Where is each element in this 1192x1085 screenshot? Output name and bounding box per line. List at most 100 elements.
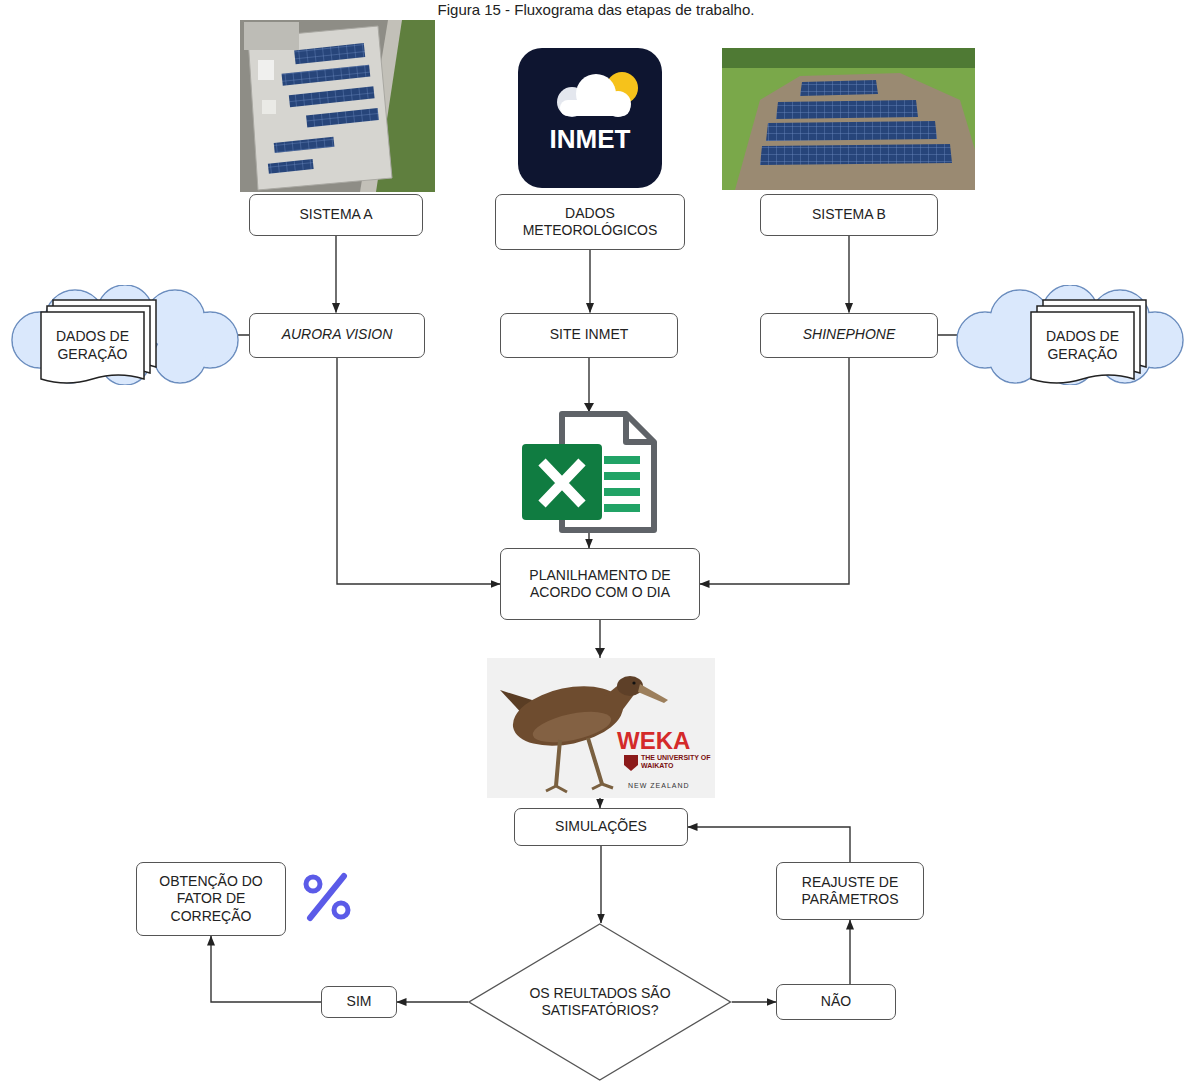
percent-icon bbox=[334, 903, 348, 917]
cloud-shape bbox=[13, 286, 237, 384]
weka-logo bbox=[638, 684, 668, 703]
node-text: DADOS METEOROLÓGICOS bbox=[518, 205, 663, 240]
weka-logo bbox=[546, 784, 613, 792]
text-holder: OBTENÇÃO DO FATOR DE CORREÇÃO bbox=[154, 873, 269, 926]
document-stack bbox=[1031, 312, 1134, 383]
rooftop-photo bbox=[240, 20, 435, 192]
text-holder: DADOS DE GERAÇÃO bbox=[1030, 312, 1135, 379]
excel-icon bbox=[626, 414, 654, 442]
text-holder: SISTEMA B bbox=[812, 206, 886, 224]
rooftop-photo bbox=[274, 137, 335, 153]
node-text: OBTENÇÃO DO FATOR DE CORREÇÃO bbox=[154, 873, 269, 926]
flow-arrow bbox=[337, 358, 500, 585]
text-holder: AURORA VISION bbox=[282, 326, 393, 344]
node-text: SHINEPHONE bbox=[803, 326, 896, 344]
inmet-icon bbox=[518, 48, 662, 188]
rooftop-photo bbox=[268, 159, 314, 174]
rooftop-photo bbox=[282, 65, 371, 86]
node-text: SIM bbox=[347, 993, 372, 1011]
process-box: DADOS METEOROLÓGICOS bbox=[495, 194, 685, 250]
text-holder: SIMULAÇÕES bbox=[555, 818, 647, 836]
flow-arrow bbox=[848, 236, 849, 313]
rooftop-photo bbox=[244, 22, 299, 50]
node-text: SISTEMA B bbox=[812, 206, 886, 224]
inmet-icon bbox=[560, 100, 630, 116]
answer-box: NÃO bbox=[776, 984, 896, 1020]
excel-icon bbox=[604, 504, 640, 512]
logo-text: WEKA bbox=[617, 727, 690, 755]
text-holder: NÃO bbox=[821, 993, 851, 1011]
figure-title: Figura 15 - Fluxograma das etapas de tra… bbox=[0, 1, 1192, 18]
flow-arrow bbox=[600, 846, 601, 923]
rooftop-photo bbox=[294, 43, 365, 64]
percent-icon bbox=[306, 876, 348, 918]
flow-arrow bbox=[732, 1001, 776, 1002]
flow-arrow bbox=[589, 250, 590, 313]
cloud-shape bbox=[155, 332, 205, 382]
weka-logo bbox=[487, 648, 715, 798]
document-stack: DADOS DE GERAÇÃO bbox=[40, 299, 157, 386]
weka-logo bbox=[624, 755, 638, 771]
flow-arrow bbox=[335, 236, 336, 313]
rooftop-photo bbox=[248, 26, 392, 190]
text-holder: PLANILHAMENTO DE ACORDO COM O DIA bbox=[515, 567, 685, 602]
node-text: AURORA VISION bbox=[282, 326, 393, 344]
node-text: OS REULTADOS SÃO SATISFATÓRIOS? bbox=[523, 985, 678, 1020]
ground-array-photo bbox=[722, 48, 975, 190]
excel-icon bbox=[522, 403, 654, 530]
rooftop-photo bbox=[262, 100, 276, 114]
excel-icon bbox=[604, 488, 640, 496]
process-box: REAJUSTE DE PARÂMETROS bbox=[776, 862, 924, 920]
rooftop-photo bbox=[256, 42, 383, 173]
node-text: SISTEMA A bbox=[299, 206, 372, 224]
text-holder: OS REULTADOS SÃO SATISFATÓRIOS? bbox=[468, 923, 732, 1081]
text-holder: SITE INMET bbox=[550, 326, 629, 344]
ground-array-photo bbox=[735, 73, 975, 190]
text-holder: DADOS DE GERAÇÃO bbox=[40, 312, 145, 379]
process-box: SITE INMET bbox=[500, 313, 678, 358]
process-box: SISTEMA B bbox=[760, 194, 938, 236]
flow-arrow bbox=[397, 1001, 468, 1002]
document-stack bbox=[41, 312, 144, 383]
ground-array-photo bbox=[766, 121, 937, 141]
percent-icon bbox=[310, 876, 344, 918]
process-box: SISTEMA A bbox=[249, 194, 423, 236]
node-text: PLANILHAMENTO DE ACORDO COM O DIA bbox=[515, 567, 685, 602]
logo-text: THE UNIVERSITY OF WAIKATO bbox=[641, 754, 711, 770]
ground-array-photo bbox=[760, 144, 952, 165]
logo-text: INMET bbox=[550, 125, 631, 155]
weka-logo bbox=[595, 648, 605, 657]
process-box: SIMULAÇÕES bbox=[514, 808, 688, 846]
cloud-shape bbox=[12, 285, 238, 385]
process-box: AURORA VISION bbox=[249, 313, 425, 358]
weka-logo bbox=[632, 681, 635, 684]
excel-icon bbox=[604, 472, 640, 480]
flow-arrow bbox=[700, 358, 849, 585]
excel-icon bbox=[542, 462, 582, 504]
text-holder: SISTEMA A bbox=[299, 206, 372, 224]
text-holder: DADOS METEOROLÓGICOS bbox=[518, 205, 663, 240]
percent-icon bbox=[306, 877, 320, 891]
inmet-icon bbox=[518, 48, 662, 188]
answer-box: SIM bbox=[321, 986, 397, 1018]
excel-icon bbox=[604, 456, 640, 464]
ground-array-photo bbox=[722, 48, 975, 190]
excel-icon bbox=[522, 444, 602, 520]
cloud-shape bbox=[958, 286, 1182, 384]
cloud-shape bbox=[957, 285, 1183, 385]
text-holder: SIM bbox=[347, 993, 372, 1011]
logo-text: NEW ZEALAND bbox=[628, 782, 690, 790]
ground-array-photo bbox=[722, 48, 975, 68]
data-cloud: DADOS DE GERAÇÃO bbox=[10, 285, 240, 385]
ground-array-photo bbox=[800, 80, 878, 96]
weka-logo bbox=[556, 738, 602, 786]
result-box: OBTENÇÃO DO FATOR DE CORREÇÃO bbox=[136, 862, 286, 936]
node-text: REAJUSTE DE PARÂMETROS bbox=[790, 874, 910, 909]
weka-logo bbox=[487, 658, 715, 798]
flow-arrow bbox=[849, 920, 850, 984]
text-holder: REAJUSTE DE PARÂMETROS bbox=[790, 874, 910, 909]
text-holder: SHINEPHONE bbox=[803, 326, 896, 344]
node-text: SITE INMET bbox=[550, 326, 629, 344]
document-stack: DADOS DE GERAÇÃO bbox=[1030, 299, 1147, 386]
decision-diamond: OS REULTADOS SÃO SATISFATÓRIOS? bbox=[468, 923, 732, 1081]
